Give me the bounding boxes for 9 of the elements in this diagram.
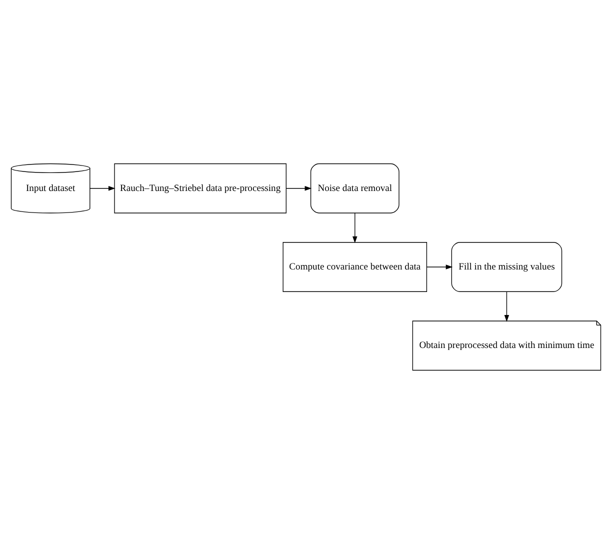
arrow bbox=[504, 291, 510, 322]
arrow bbox=[352, 212, 358, 244]
node-box: Fill in the missing values bbox=[451, 242, 562, 292]
node-box: Compute covariance between data bbox=[282, 242, 428, 292]
arrow bbox=[426, 264, 453, 270]
node-box: Noise data removal bbox=[310, 163, 400, 214]
arrow bbox=[286, 186, 312, 191]
node-box: Rauch–Tung–Striebel data pre-processing bbox=[114, 163, 287, 214]
arrow bbox=[90, 186, 116, 191]
